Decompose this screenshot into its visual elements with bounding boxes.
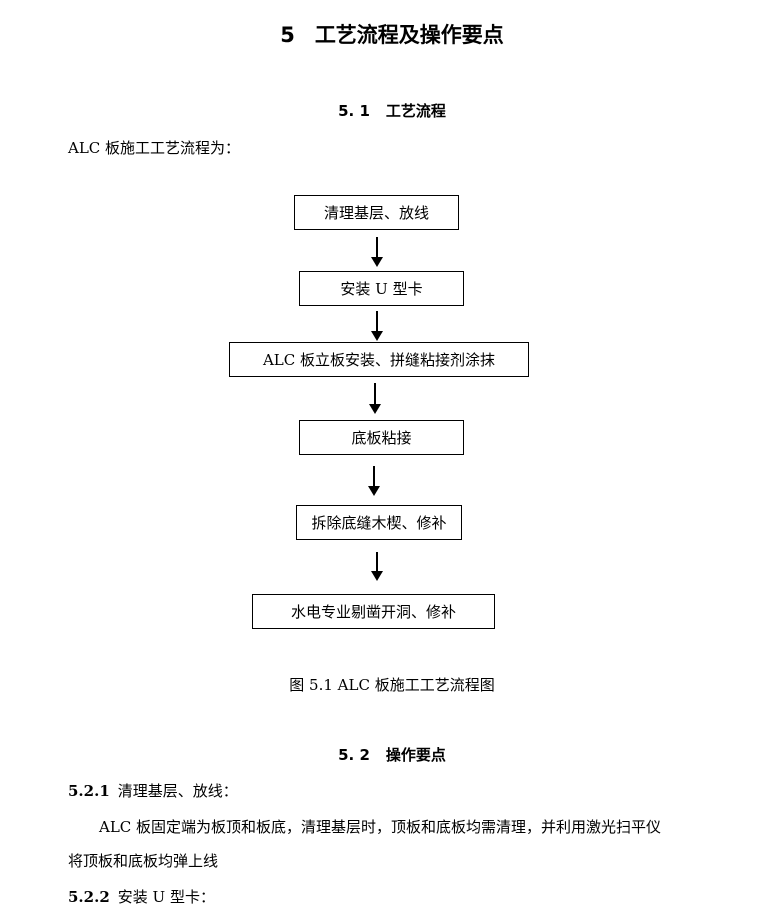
flow-step-mep-openings: 水电专业剔凿开洞、修补 <box>252 594 495 629</box>
section-title-text-5-1: 工艺流程 <box>385 102 446 120</box>
section-number-5-1: 5. 1 <box>338 102 370 120</box>
section-title-text-5-2: 操作要点 <box>385 746 446 764</box>
chapter-title: 5 工艺流程及操作要点 <box>0 20 784 50</box>
flow-step-bottom-bond: 底板粘接 <box>299 420 464 455</box>
paragraph-5-2-1-line-2: 将顶板和底板均弹上线 <box>68 852 219 870</box>
flow-arrow-4 <box>368 466 380 496</box>
flow-arrow-5 <box>371 552 383 581</box>
subsection-5-2-1: 5.2.1 清理基层、放线： <box>68 780 238 802</box>
section-title-5-2: 5. 2 操作要点 <box>0 744 784 766</box>
chapter-title-text: 工艺流程及操作要点 <box>314 23 504 47</box>
subsection-number-5-2-1: 5.2.1 <box>68 782 110 800</box>
subsection-title-5-2-2: 安装 U 型卡： <box>117 888 215 906</box>
flow-step-clean-base: 清理基层、放线 <box>294 195 459 230</box>
paragraph-5-2-1-line-1: ALC 板固定端为板顶和板底，清理基层时，顶板和底板均需清理，并利用激光扫平仪 <box>99 818 662 836</box>
flow-arrow-1 <box>371 237 383 267</box>
flow-arrow-2 <box>371 311 383 341</box>
intro-text: ALC 板施工工艺流程为： <box>68 139 241 157</box>
subsection-5-2-2: 5.2.2 安装 U 型卡： <box>68 886 215 908</box>
subsection-number-5-2-2: 5.2.2 <box>68 888 110 906</box>
figure-caption: 图 5.1 ALC 板施工工艺流程图 <box>289 676 495 694</box>
section-title-5-1: 5. 1 工艺流程 <box>0 100 784 122</box>
flow-step-panel-install: ALC 板立板安装、拼缝粘接剂涂抹 <box>229 342 529 377</box>
flow-step-remove-wedges: 拆除底缝木楔、修补 <box>296 505 462 540</box>
chapter-number: 5 <box>280 23 295 47</box>
flow-arrow-3 <box>369 383 381 414</box>
subsection-title-5-2-1: 清理基层、放线： <box>117 782 238 800</box>
flow-step-install-u-clip: 安装 U 型卡 <box>299 271 464 306</box>
section-number-5-2: 5. 2 <box>338 746 370 764</box>
